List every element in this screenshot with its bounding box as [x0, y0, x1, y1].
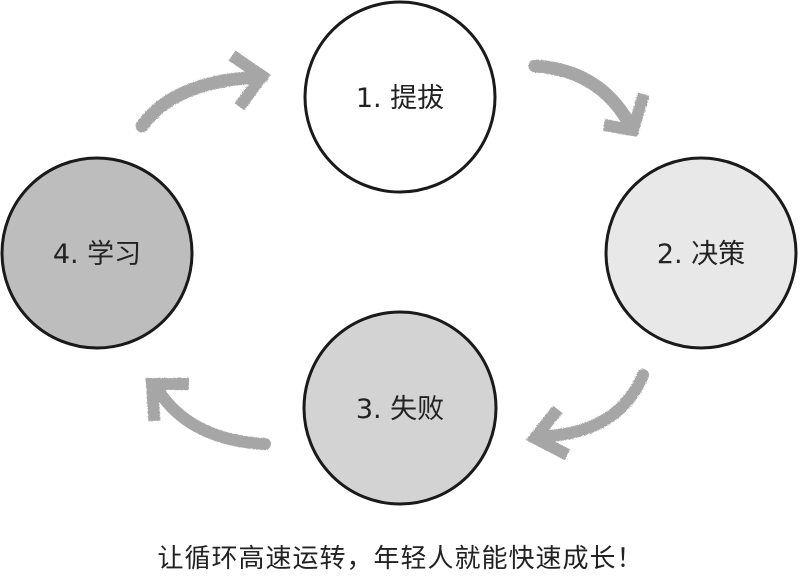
node-promote: 1. 提拔: [303, 0, 497, 194]
arrow-decide-to-fail: [525, 369, 649, 461]
node-learn: 4. 学习: [0, 156, 194, 350]
node-fail: 3. 失败: [302, 310, 498, 506]
arrow-learn-to-promote: [135, 50, 271, 133]
node-decide-label: 2. 决策: [657, 239, 745, 270]
node-decide: 2. 决策: [604, 156, 798, 350]
caption: 让循环高速运转，年轻人就能快速成长！: [157, 544, 644, 574]
arrow-promote-to-decide: [528, 59, 650, 137]
node-fail-label: 3. 失败: [356, 394, 444, 425]
node-learn-label: 4. 学习: [53, 239, 141, 270]
arrow-fail-to-learn: [145, 378, 271, 450]
node-promote-label: 1. 提拔: [356, 83, 444, 114]
